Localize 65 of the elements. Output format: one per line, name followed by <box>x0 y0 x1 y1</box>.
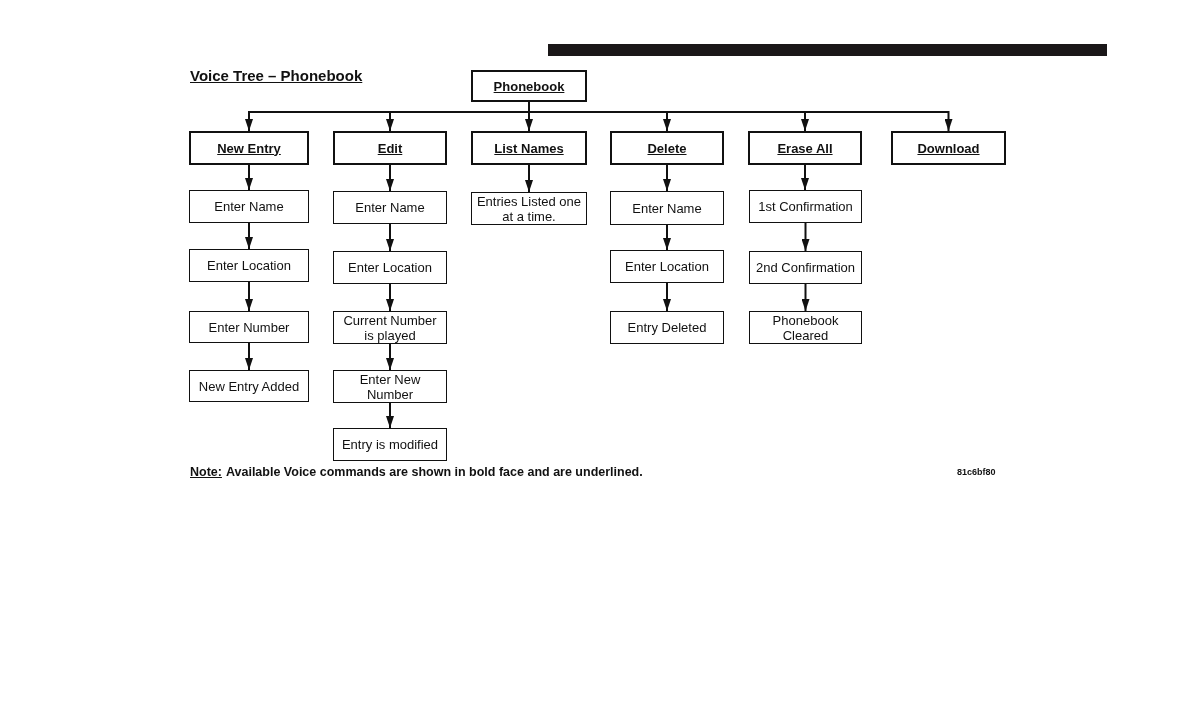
step-box <box>749 311 862 344</box>
step-box <box>749 251 862 284</box>
step-box <box>333 428 447 461</box>
figure-code: 81c6bf80 <box>957 467 996 477</box>
arrow <box>663 282 671 312</box>
step-label: Entry Deleted <box>627 320 707 335</box>
step-label: Enter New Number <box>358 371 422 402</box>
arrow <box>386 402 394 429</box>
command-box <box>471 131 587 165</box>
command-label: Phonebook <box>493 78 565 94</box>
step-box <box>333 370 447 403</box>
arrow <box>386 164 394 192</box>
step-box <box>189 370 309 402</box>
command-box <box>189 131 309 165</box>
step-label: Enter Name <box>632 200 702 216</box>
step-label: Enter Location <box>625 259 709 274</box>
arrow <box>245 222 253 250</box>
diagram-title: Voice Tree – Phonebook <box>190 67 363 84</box>
step-box <box>610 311 724 344</box>
step-box <box>333 311 447 344</box>
command-label: List Names <box>494 140 564 156</box>
step-label: Entries Listed one at a time. <box>475 193 583 224</box>
command-box <box>891 131 1006 165</box>
command-label: Delete <box>647 140 687 156</box>
arrow <box>801 222 810 252</box>
step-label: Enter Name <box>355 200 425 215</box>
arrow <box>245 164 253 191</box>
step-label: New Entry Added <box>198 378 300 394</box>
command-box <box>333 131 447 165</box>
arrow <box>801 164 809 191</box>
command-box <box>471 70 587 102</box>
arrow <box>245 342 253 371</box>
step-box <box>610 191 724 225</box>
command-label: New Entry <box>217 140 281 156</box>
arrow <box>525 164 533 193</box>
command-label: Download <box>917 140 980 156</box>
step-label: Enter Number <box>208 319 290 335</box>
note-heading: Note: <box>190 465 222 479</box>
step-label: Phonebook Cleared <box>771 312 840 343</box>
step-label: Enter Location <box>348 260 432 275</box>
command-label: Erase All <box>777 140 833 156</box>
arrow <box>386 283 394 312</box>
step-label: Current Number is played <box>342 312 438 343</box>
command-box <box>610 131 724 165</box>
arrow <box>386 223 394 252</box>
step-box <box>610 250 724 283</box>
step-box <box>189 190 309 223</box>
command-label: Edit <box>377 140 403 156</box>
step-label: 1st Confirmation <box>758 199 853 214</box>
step-label: Entry is modified <box>341 437 439 452</box>
step-label: Enter Name <box>214 199 284 214</box>
step-box <box>333 191 447 224</box>
command-box <box>748 131 862 165</box>
step-box <box>749 190 862 223</box>
arrow <box>801 283 810 312</box>
step-box <box>189 249 309 282</box>
step-label: 2nd Confirmation <box>756 260 855 275</box>
step-label: Enter Location <box>207 258 291 273</box>
step-box <box>189 311 309 343</box>
arrow <box>245 281 253 312</box>
arrow <box>386 343 394 371</box>
note-text: Available Voice commands are shown in bold face and are underlined. <box>225 465 643 479</box>
arrow <box>663 164 671 192</box>
arrow <box>663 224 671 251</box>
step-box <box>333 251 447 284</box>
